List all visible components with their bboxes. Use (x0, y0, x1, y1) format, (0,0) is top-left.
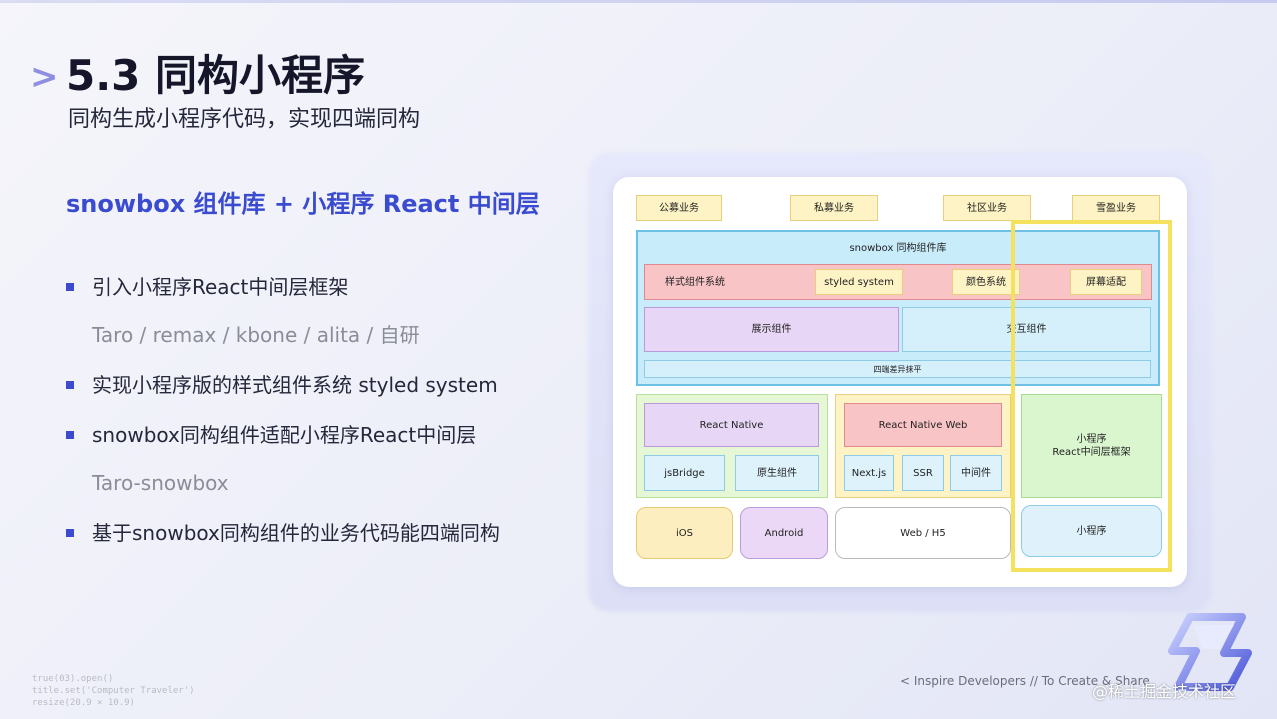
platform-miniprogram-box: 小程序 (1021, 505, 1162, 557)
screen-adapt-box: 屏幕适配 (1070, 269, 1142, 295)
code-decoration-line: title.set('Computer Traveler') (32, 686, 195, 696)
bullet-text: 实现小程序版的样式组件系统 styled system (92, 373, 498, 397)
bullet-text: snowbox同构组件适配小程序React中间层 (92, 423, 477, 447)
business-box-xueying: 雪盈业务 (1072, 195, 1160, 221)
section-heading: snowbox 组件库 + 小程序 React 中间层 (66, 190, 540, 218)
business-box-public-fund: 公募业务 (636, 195, 722, 221)
platform-android-box: Android (740, 507, 828, 559)
footer-tagline: < Inspire Developers // To Create & Shar… (900, 674, 1150, 688)
nextjs-box: Next.js (844, 455, 894, 491)
chevron-icon: > (30, 57, 59, 97)
interaction-components-box: 交互组件 (902, 307, 1151, 352)
code-decoration-line: resize(20.9 × 10.9) (32, 698, 135, 708)
bullet-icon (66, 431, 74, 439)
conference-logo-icon (1168, 613, 1252, 691)
bullet-text: 基于snowbox同构组件的业务代码能四端同构 (92, 521, 500, 545)
flatten-differences-box: 四端差异抹平 (644, 360, 1151, 378)
top-accent-line (0, 0, 1277, 3)
color-system-box: 颜色系统 (952, 269, 1020, 295)
code-decoration-line: true(03).open() (32, 674, 114, 684)
slide-title: 5.3 同构小程序 (66, 51, 366, 100)
miniprogram-framework-box: 小程序 React中间层框架 (1021, 394, 1162, 498)
bullet-subtext: Taro-snowbox (92, 471, 229, 495)
jsbridge-box: jsBridge (644, 455, 725, 491)
slide-subtitle: 同构生成小程序代码，实现四端同构 (68, 107, 421, 132)
bullet-icon (66, 283, 74, 291)
middleware-box: 中间件 (950, 455, 1002, 491)
styled-system-box: styled system (815, 269, 903, 295)
bullet-icon (66, 381, 74, 389)
business-box-community: 社区业务 (943, 195, 1031, 221)
react-native-web-box: React Native Web (844, 403, 1002, 447)
bullet-icon (66, 529, 74, 537)
business-box-private-fund: 私募业务 (790, 195, 878, 221)
ssr-box: SSR (902, 455, 944, 491)
bullet-text: 引入小程序React中间层框架 (92, 275, 349, 299)
platform-ios-box: iOS (636, 507, 733, 559)
miniprogram-highlight-frame (1011, 220, 1172, 572)
display-components-box: 展示组件 (644, 307, 899, 352)
bullet-subtext: Taro / remax / kbone / alita / 自研 (92, 323, 420, 347)
react-native-box: React Native (644, 403, 819, 447)
watermark-text: @稀土掘金技术社区 (1092, 682, 1237, 701)
native-components-box: 原生组件 (735, 455, 819, 491)
platform-web-box: Web / H5 (835, 507, 1011, 559)
